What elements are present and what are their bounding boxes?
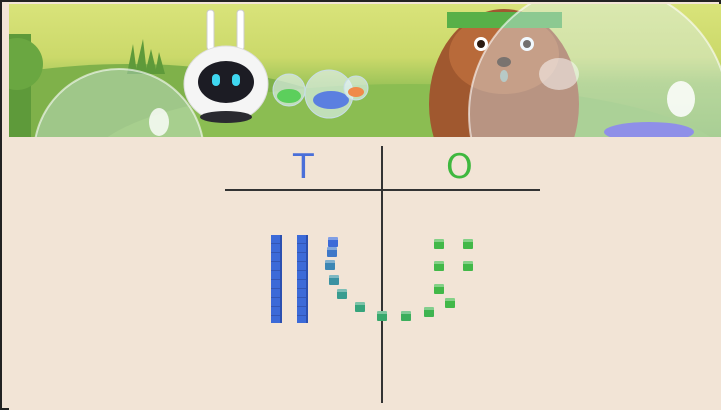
unit-cube[interactable] xyxy=(327,247,337,257)
unit-cube[interactable] xyxy=(434,239,444,249)
bubble-right-icon xyxy=(469,4,721,137)
unit-cube[interactable] xyxy=(424,307,434,317)
unit-cube[interactable] xyxy=(337,289,347,299)
unit-cube[interactable] xyxy=(445,298,455,308)
unit-cube[interactable] xyxy=(355,302,365,312)
tens-rod[interactable] xyxy=(271,235,282,323)
unit-cube[interactable] xyxy=(325,260,335,270)
tens-rod[interactable] xyxy=(297,235,308,323)
scene-illustration xyxy=(9,4,721,137)
scene-banner xyxy=(9,4,721,137)
unit-cube[interactable] xyxy=(434,261,444,271)
unit-cube[interactable] xyxy=(463,261,473,271)
tens-column-label: T xyxy=(293,147,314,187)
grass-icon xyxy=(127,39,165,74)
place-value-board: T O xyxy=(9,137,721,410)
unit-cube[interactable] xyxy=(401,311,411,321)
unit-cube[interactable] xyxy=(463,239,473,249)
ones-column-label: O xyxy=(446,147,473,187)
unit-cube[interactable] xyxy=(377,311,387,321)
unit-cube[interactable] xyxy=(329,275,339,285)
column-divider xyxy=(381,146,383,403)
robot-icon xyxy=(184,10,268,123)
unit-cube[interactable] xyxy=(328,237,338,247)
unit-cube[interactable] xyxy=(434,284,444,294)
